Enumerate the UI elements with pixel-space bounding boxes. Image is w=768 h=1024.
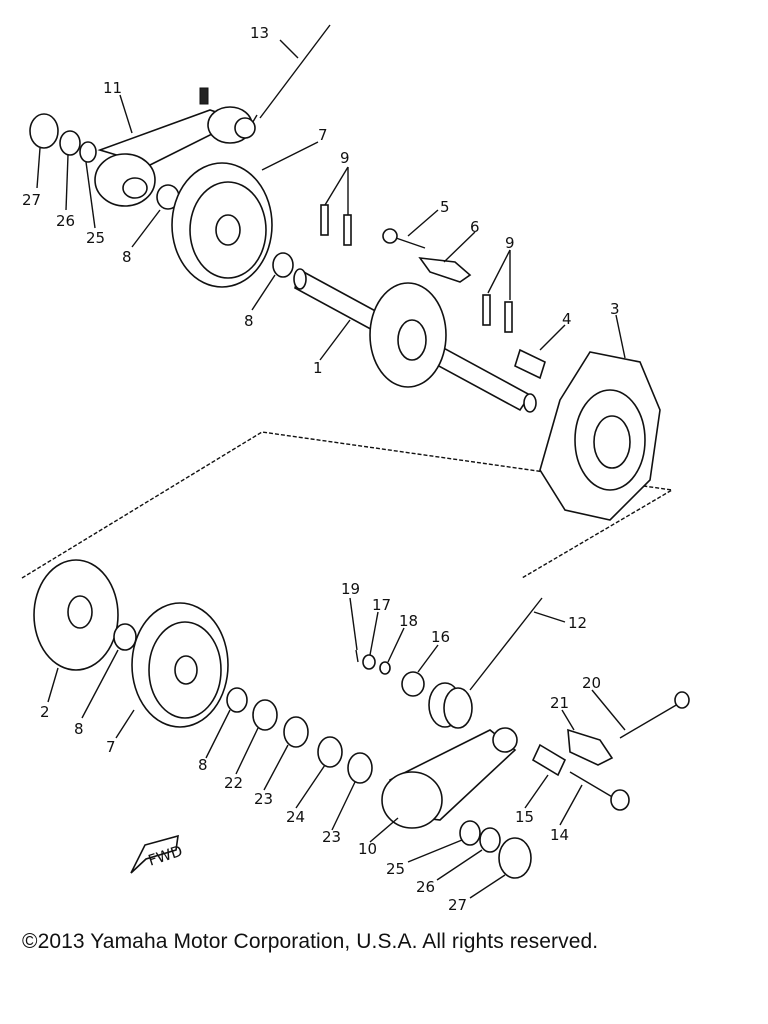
callout-27: 27 xyxy=(22,191,41,209)
callout-13: 13 xyxy=(250,24,269,42)
part-9-pin-b xyxy=(343,214,352,246)
part-20-bolt xyxy=(619,691,690,739)
callout-8: 8 xyxy=(198,756,208,774)
callout-7: 7 xyxy=(318,126,328,144)
part-3-sprocket xyxy=(539,351,661,521)
callout-9: 9 xyxy=(505,234,515,252)
leader-lines xyxy=(36,39,626,899)
part-11-arm-assembly xyxy=(94,87,256,207)
callout-8: 8 xyxy=(244,312,254,330)
part-10-arm xyxy=(381,727,518,829)
callout-10: 10 xyxy=(358,840,377,858)
part-26-washer-lower xyxy=(479,827,501,853)
part-26-washer-upper xyxy=(59,130,81,156)
part-15-collar xyxy=(531,743,567,777)
part-7-wheel-upper xyxy=(171,162,273,288)
callout-9: 9 xyxy=(340,149,350,167)
callout-16: 16 xyxy=(431,628,450,646)
part-8-spacer-lower-a xyxy=(113,623,137,651)
callout-18: 18 xyxy=(399,612,418,630)
callout-2: 2 xyxy=(40,703,50,721)
callout-labels: 13 11 7 9 27 26 25 8 5 6 9 8 4 3 1 19 17… xyxy=(22,24,620,914)
part-27-cap-lower xyxy=(498,837,532,879)
callout-22: 22 xyxy=(224,774,243,792)
part-2-plate xyxy=(33,559,119,671)
callout-3: 3 xyxy=(610,300,620,318)
part-23-circlip-b xyxy=(347,752,373,784)
callout-6: 6 xyxy=(470,218,480,236)
callout-26: 26 xyxy=(416,878,435,896)
part-25-washer-upper xyxy=(79,141,97,163)
part-9-pin-c xyxy=(482,294,491,326)
callout-14: 14 xyxy=(550,826,569,844)
copyright-notice: ©2013 Yamaha Motor Corporation, U.S.A. A… xyxy=(22,930,599,953)
callout-20: 20 xyxy=(582,674,601,692)
part-23-circlip-a xyxy=(283,716,309,748)
callout-15: 15 xyxy=(515,808,534,826)
fwd-arrow: FWD xyxy=(130,834,185,874)
part-21-bracket xyxy=(567,728,614,766)
callout-26: 26 xyxy=(56,212,75,230)
part-19-pin xyxy=(355,649,359,663)
part-17-nut xyxy=(362,654,376,670)
callout-11: 11 xyxy=(103,79,122,97)
callout-12: 12 xyxy=(568,614,587,632)
callout-4: 4 xyxy=(562,310,572,328)
callout-25: 25 xyxy=(86,229,105,247)
part-9-pin-d xyxy=(504,301,513,333)
callout-23: 23 xyxy=(254,790,273,808)
callout-24: 24 xyxy=(286,808,305,826)
callout-25: 25 xyxy=(386,860,405,878)
part-18-washer xyxy=(379,661,391,675)
callout-8: 8 xyxy=(122,248,132,266)
part-6-bracket xyxy=(418,257,472,283)
part-12-rod xyxy=(469,597,543,691)
part-24-bearing xyxy=(317,736,343,768)
callout-7: 7 xyxy=(106,738,116,756)
callout-27: 27 xyxy=(448,896,467,914)
part-7-wheel-lower xyxy=(131,602,229,728)
callout-21: 21 xyxy=(550,694,569,712)
part-sprocket-plate xyxy=(369,282,447,388)
part-5-bolt xyxy=(382,228,426,249)
callout-5: 5 xyxy=(440,198,450,216)
part-14-bolt xyxy=(569,771,630,811)
part-spring-coil xyxy=(428,682,473,729)
callout-17: 17 xyxy=(372,596,391,614)
part-27-cap-upper xyxy=(29,113,59,149)
callout-23: 23 xyxy=(322,828,341,846)
part-8-spacer-upper-b xyxy=(272,252,294,278)
part-4-collar xyxy=(514,348,546,380)
part-22-bearing xyxy=(252,699,278,731)
part-8-spacer-lower-b xyxy=(226,687,248,713)
part-16-spring-seat xyxy=(401,671,425,697)
part-9-pin-a xyxy=(320,204,329,236)
part-25-washer-lower xyxy=(459,820,481,846)
callout-1: 1 xyxy=(313,359,323,377)
assembly-outline xyxy=(21,431,675,579)
callout-19: 19 xyxy=(341,580,360,598)
callout-8: 8 xyxy=(74,720,84,738)
